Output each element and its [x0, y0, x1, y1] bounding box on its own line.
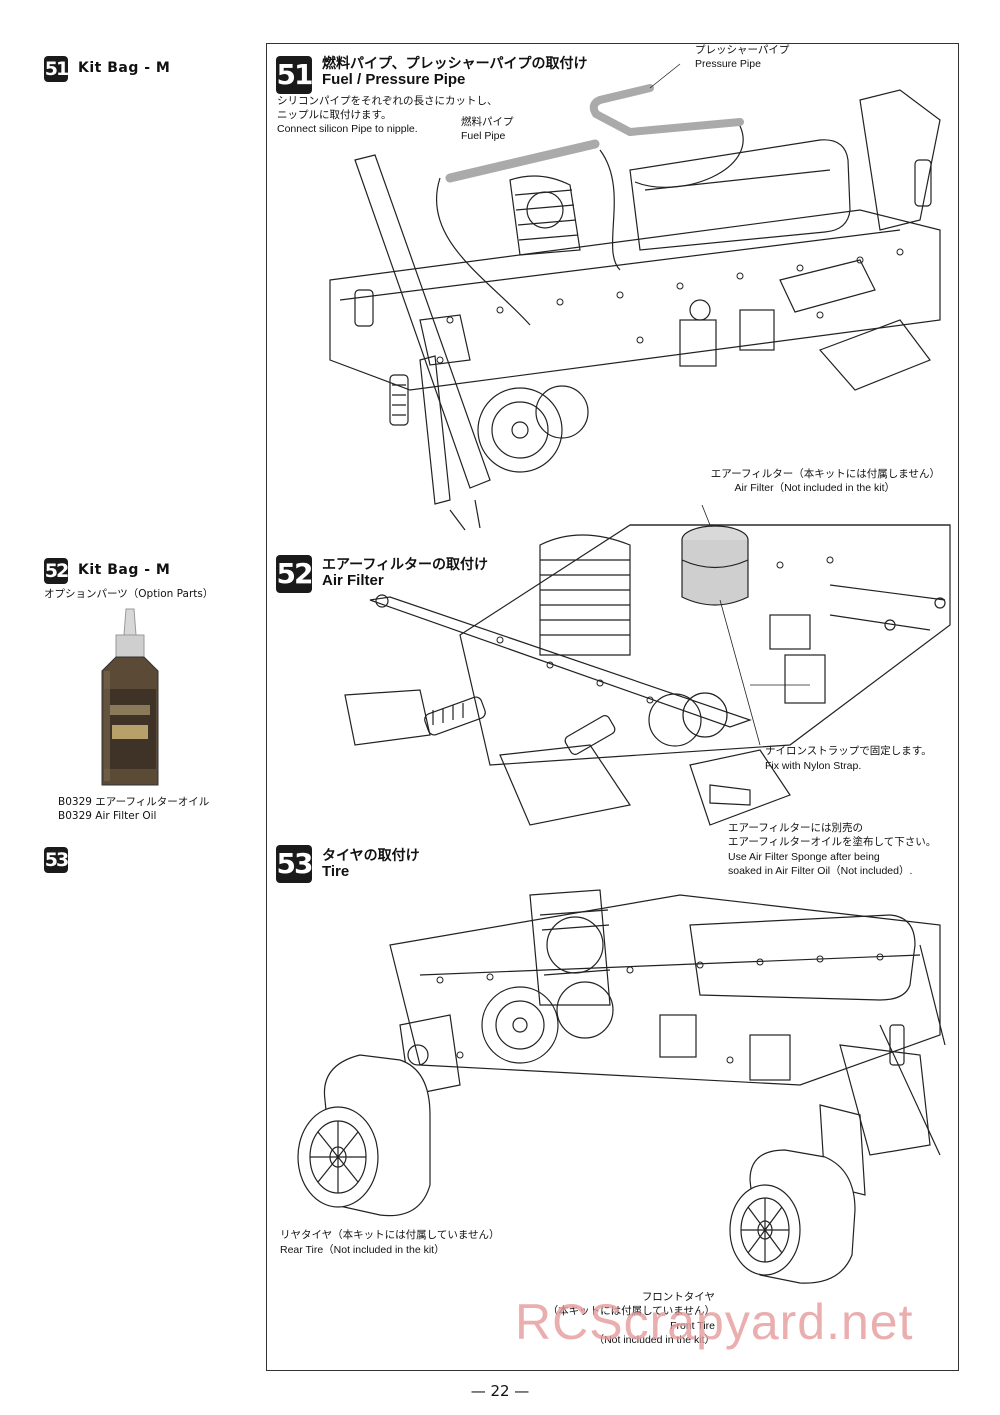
- filter-oil-note-en-1: Use Air Filter Sponge after being: [728, 851, 880, 863]
- step-51-badge: 51: [276, 56, 313, 94]
- step-52-title-jp: エアーフィルターの取付け: [322, 557, 489, 573]
- step-53-badge: 53: [276, 845, 313, 883]
- kit-bag-52-title: Kit Bag - M: [78, 562, 171, 578]
- step-52-title-en: Air Filter: [322, 572, 384, 589]
- bottle-label-en: B0329 Air Filter Oil: [58, 810, 157, 822]
- rear-tire-label-en: Rear Tire（Not included in the kit）: [280, 1244, 445, 1256]
- fuel-pipe-label-jp: 燃料パイプ: [461, 116, 514, 128]
- bottle-label-jp: B0329 エアーフィルターオイル: [58, 796, 210, 808]
- step-53-title-en: Tire: [322, 863, 350, 880]
- step-53-title-jp: タイヤの取付け: [322, 848, 420, 864]
- step-51-desc-en: Connect silicon Pipe to nipple.: [277, 123, 418, 135]
- pressure-pipe-label-en: Pressure Pipe: [695, 58, 761, 70]
- step-53-chassis-drawing: [297, 889, 946, 1284]
- air-filter-oil-bottle: [101, 608, 159, 786]
- front-tire-label-jp-1: フロントタイヤ: [641, 1291, 715, 1303]
- kit-bag-52-badge: 52: [44, 558, 69, 584]
- rear-tire-label-jp: リヤタイヤ（本キットには付属していません）: [280, 1229, 500, 1241]
- page-number: — 22 —: [470, 1382, 530, 1400]
- kit-bag-51-badge: 51: [44, 56, 69, 82]
- step-52-badge: 52: [276, 555, 313, 593]
- pressure-pipe-label-jp: プレッシャーパイプ: [695, 44, 790, 56]
- fuel-pipe-label-en: Fuel Pipe: [461, 130, 506, 142]
- step-51-chassis-drawing: [329, 63, 941, 531]
- filter-oil-note-en-2: soaked in Air Filter Oil（Not included）.: [728, 865, 913, 877]
- step-51-desc-jp-1: シリコンパイプをそれぞれの長さにカットし、: [277, 95, 498, 107]
- front-tire-label-en-1: Front Tire: [670, 1320, 715, 1332]
- watermark: RCScrapyard.net: [515, 1294, 914, 1350]
- step-52-chassis-drawing: [344, 505, 951, 826]
- air-filter-label-en: Air Filter（Not included in the kit）: [734, 482, 895, 494]
- front-tire-label-en-2: （Not included in the kit）: [593, 1334, 715, 1346]
- option-parts-label: オプションパーツ（Option Parts）: [44, 588, 214, 600]
- step-51-title-en: Fuel / Pressure Pipe: [322, 71, 466, 88]
- nylon-strap-label-en: Fix with Nylon Strap.: [765, 760, 862, 772]
- assembly-frame: [266, 43, 959, 1371]
- filter-oil-note-jp-1: エアーフィルターには別売の: [728, 822, 864, 834]
- step-51-title-jp: 燃料パイプ、プレッシャーパイプの取付け: [322, 56, 588, 72]
- nylon-strap-label-jp: ナイロンストラップで固定します。: [765, 745, 932, 757]
- step-51-desc-jp-2: ニップルに取付けます。: [277, 109, 392, 121]
- kit-bag-53-badge: 53: [44, 847, 69, 873]
- kit-bag-51-title: Kit Bag - M: [78, 60, 171, 76]
- filter-oil-note-jp-2: エアーフィルターオイルを塗布して下さい。: [728, 836, 937, 848]
- front-tire-label-jp-2: （本キットには付属していません）: [547, 1305, 715, 1317]
- air-filter-label-jp: エアーフィルター（本キットには付属しません）: [710, 468, 940, 480]
